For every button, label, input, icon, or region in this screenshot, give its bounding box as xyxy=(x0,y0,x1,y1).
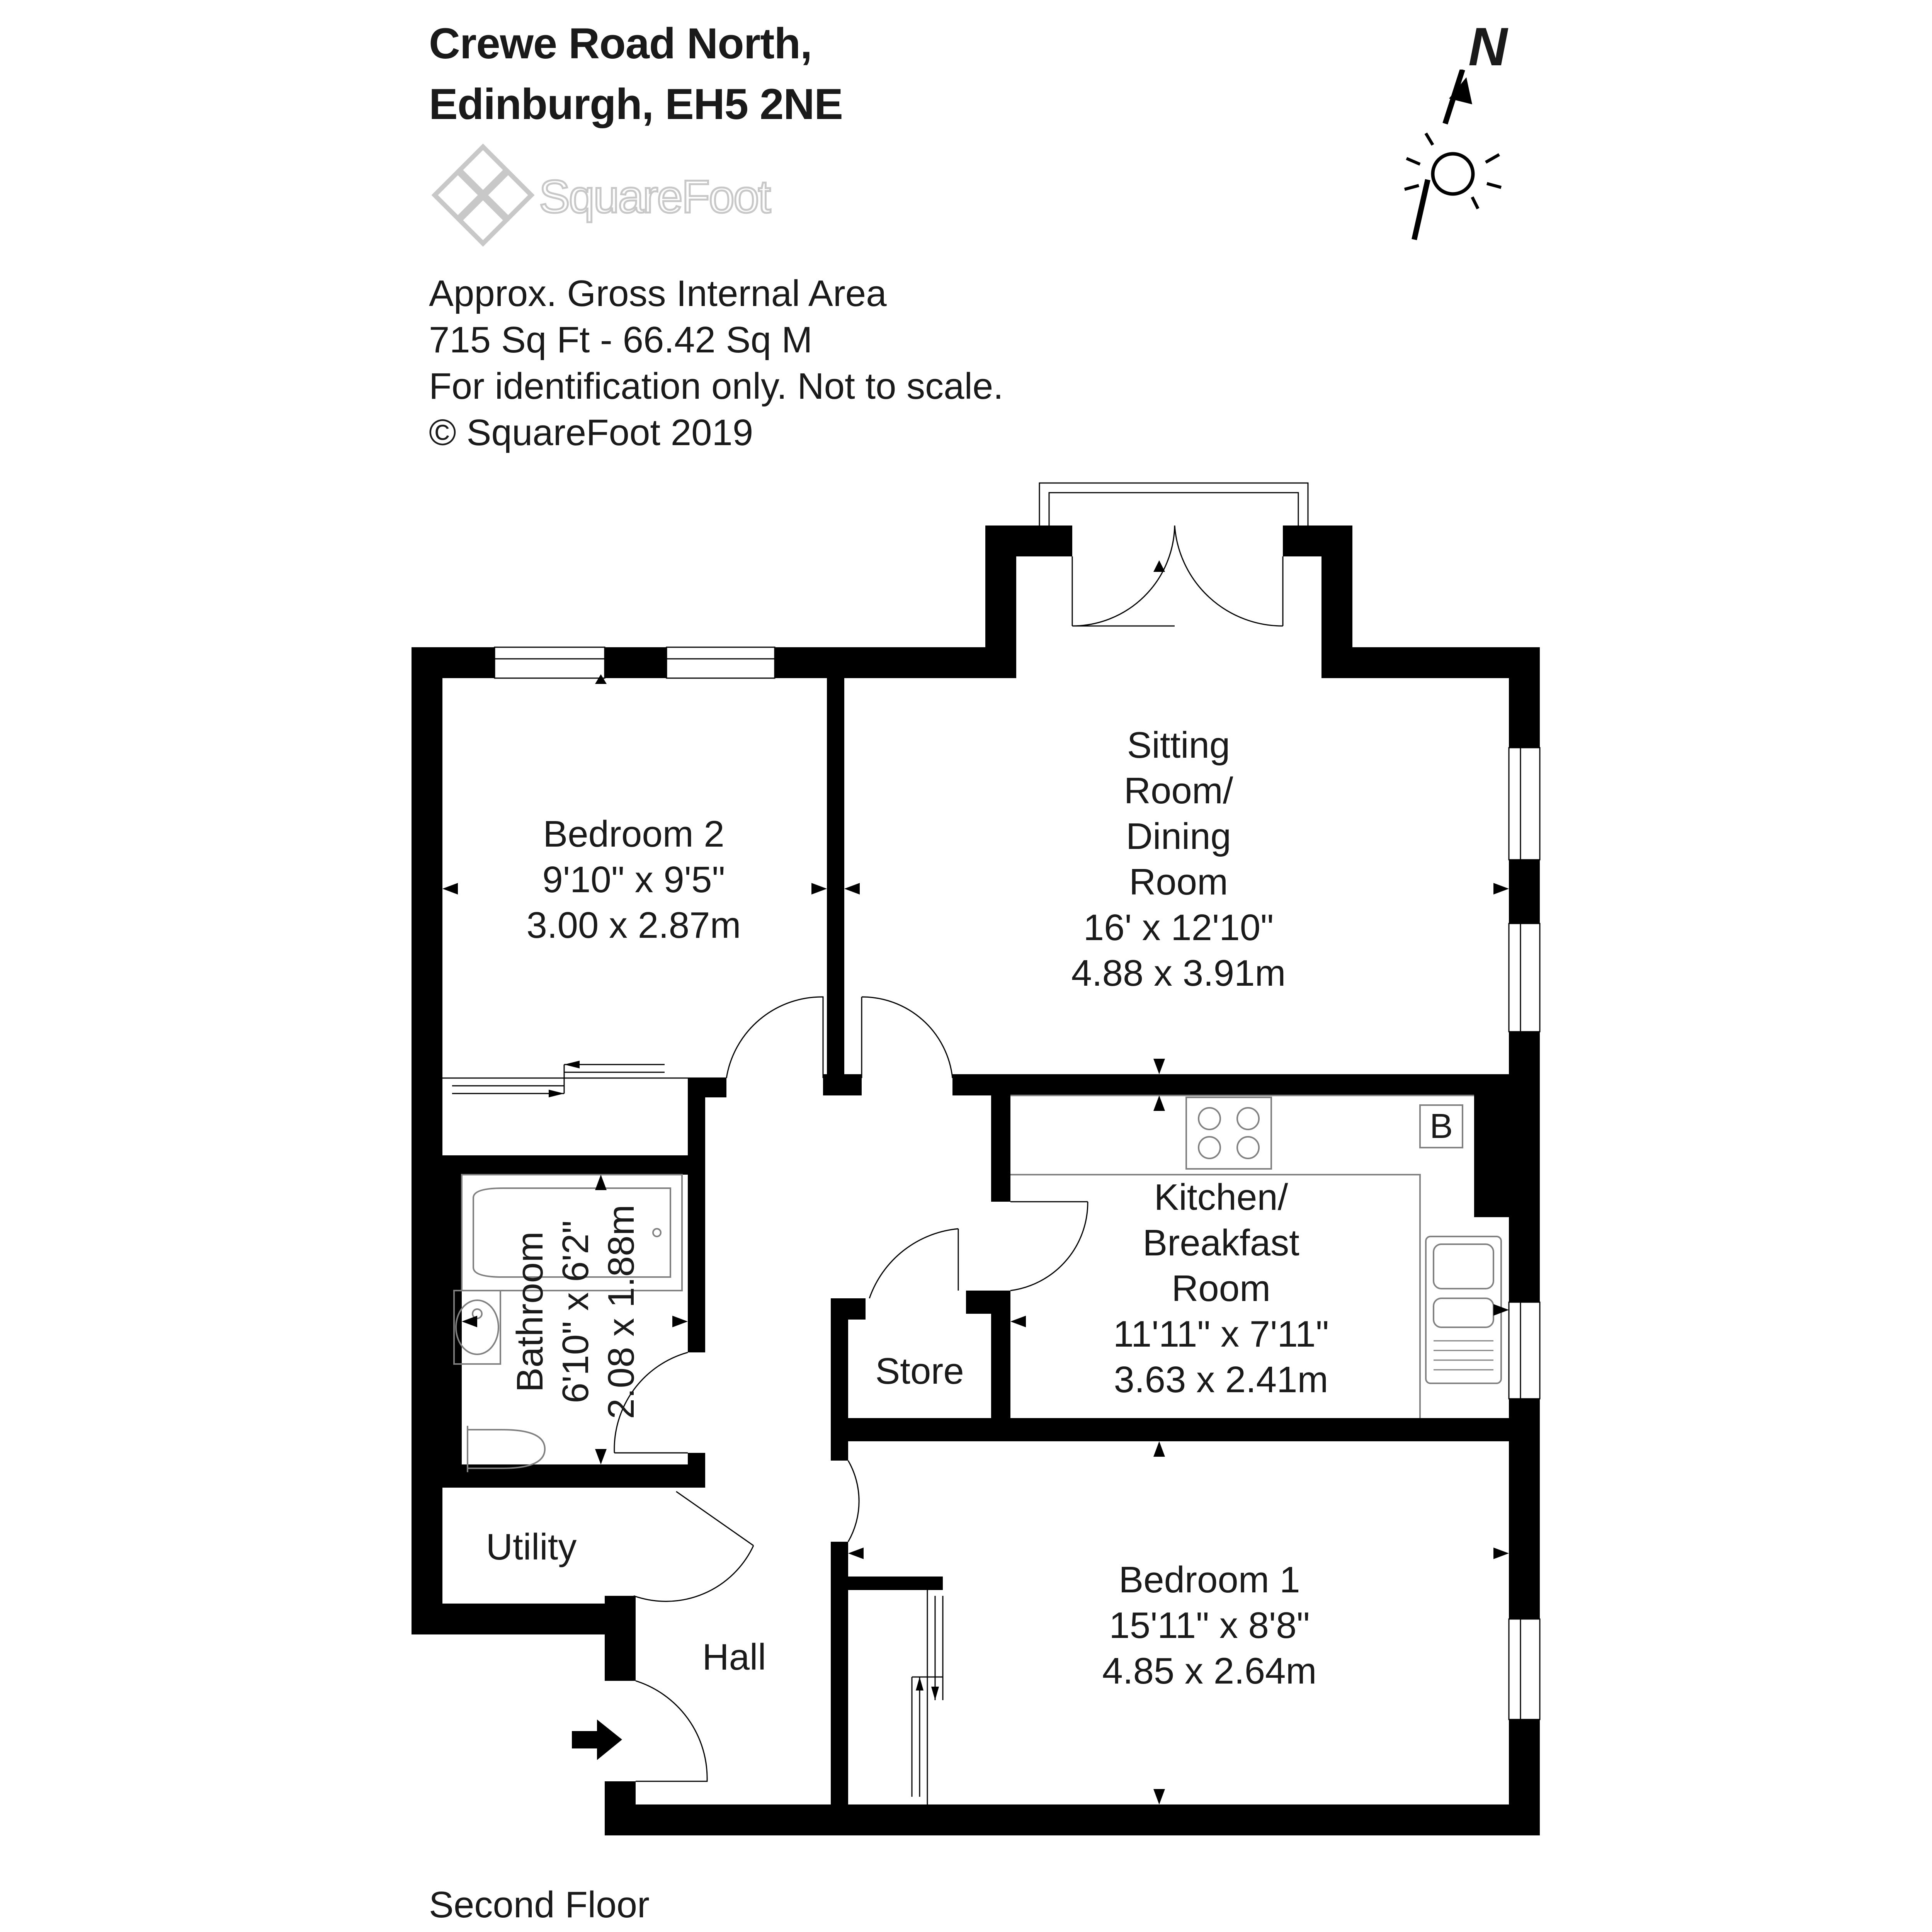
room-imperial: 15'11" x 8'8" xyxy=(1109,1605,1310,1646)
diamond-logo-icon xyxy=(431,143,535,247)
wall-wardrobe-top xyxy=(688,1078,726,1097)
room-name-4: Room xyxy=(1129,861,1228,903)
disclaimer: For identification only. Not to scale. xyxy=(429,366,1003,407)
wall-top-right xyxy=(1321,647,1540,678)
wall-top-bed2-b xyxy=(605,647,667,678)
sun-icon xyxy=(1404,132,1502,209)
wall-bath-right-b xyxy=(688,1453,705,1488)
window-bed2-a xyxy=(494,646,605,679)
room-metric: 4.88 x 3.91m xyxy=(1071,952,1286,994)
area-value: 715 Sq Ft - 66.42 Sq M xyxy=(429,319,813,361)
door-sitting xyxy=(861,996,953,1078)
wall-closet-top xyxy=(831,1577,943,1590)
address-line-1: Crewe Road North, xyxy=(429,19,812,68)
boiler-label: B xyxy=(1429,1107,1453,1146)
wall-bath-top xyxy=(442,1155,697,1175)
north-label: N xyxy=(1468,16,1508,77)
wall-bath-right-a xyxy=(688,1086,705,1352)
boiler-box xyxy=(1419,1104,1463,1148)
room-imperial: 11'11" x 7'11" xyxy=(1113,1313,1329,1355)
window-sitting-a xyxy=(1508,747,1541,861)
address-line-2: Edinburgh, EH5 2NE xyxy=(429,80,843,128)
wall-top-bed2-c xyxy=(775,647,1016,678)
wall-bed2-sitting xyxy=(827,674,844,1078)
door-balcony-right xyxy=(1174,525,1284,627)
room-name-3: Dining xyxy=(1126,816,1231,857)
room-utility: Utility xyxy=(486,1526,577,1568)
room-bathroom: Bathroom 6'10" x 6'2" 2.08 x 1.88m xyxy=(507,1196,644,1428)
room-bedroom1: Bedroom 1 15'11" x 8'8" 4.85 x 2.64m xyxy=(1074,1557,1345,1694)
area-label: Approx. Gross Internal Area xyxy=(429,273,887,314)
room-hall: Hall xyxy=(702,1636,766,1678)
wall-store-top-left xyxy=(831,1298,866,1320)
wall-utility-bottom xyxy=(412,1604,636,1634)
door-store xyxy=(869,1228,959,1299)
door-entrance xyxy=(635,1680,708,1782)
balcony-rail xyxy=(1039,482,1309,526)
door-kitchen xyxy=(1010,1201,1088,1291)
room-name-3: Room xyxy=(1171,1268,1271,1309)
door-utility xyxy=(633,1491,754,1602)
copyright: © SquareFoot 2019 xyxy=(429,412,753,453)
wall-right-b xyxy=(1509,860,1540,923)
room-name-1: Sitting xyxy=(1127,724,1230,766)
wall-hall-bed1-a xyxy=(831,1418,848,1461)
wall-hall-bed1-b xyxy=(831,1542,848,1835)
room-metric: 4.85 x 2.64m xyxy=(1102,1650,1317,1692)
wall-left-outer xyxy=(412,647,442,1634)
window-bed2-b xyxy=(666,646,776,679)
room-sitting: Sitting Room/ Dining Room 16' x 12'10" 4… xyxy=(1043,723,1314,996)
wall-top-bed2-a xyxy=(412,647,495,678)
wall-bath-left xyxy=(442,1155,462,1484)
room-imperial: 6'10" x 6'2" xyxy=(555,1220,596,1403)
room-imperial: 16' x 12'10" xyxy=(1083,907,1274,948)
wall-bay-top-left xyxy=(985,526,1072,556)
room-name-1: Kitchen/ xyxy=(1154,1177,1288,1218)
door-bedroom2 xyxy=(726,996,824,1078)
wall-kitchen-right-block xyxy=(1474,1074,1509,1217)
wall-store-right xyxy=(966,1291,1010,1314)
floor-label: Second Floor xyxy=(429,1884,650,1925)
room-name-2: Room/ xyxy=(1124,770,1233,811)
room-name-2: Breakfast xyxy=(1143,1222,1299,1264)
hob xyxy=(1185,1097,1272,1170)
wall-bottom xyxy=(605,1804,1540,1835)
room-name: Bedroom 2 xyxy=(543,813,724,855)
wall-utility-corner xyxy=(605,1596,636,1654)
door-balcony-left xyxy=(1071,525,1175,627)
room-metric: 3.00 x 2.87m xyxy=(526,905,741,946)
door-bedroom1 xyxy=(847,1460,860,1542)
window-sitting-b xyxy=(1508,923,1541,1032)
sink xyxy=(1425,1236,1502,1384)
room-metric: 3.63 x 2.41m xyxy=(1114,1359,1328,1400)
north-arrow-icon xyxy=(1412,70,1472,240)
window-bed1 xyxy=(1508,1618,1541,1720)
wall-sitting-kitchen xyxy=(952,1074,1540,1095)
basin xyxy=(453,1290,501,1365)
wall-right-c xyxy=(1509,1032,1540,1302)
room-store: Store xyxy=(875,1350,964,1392)
room-bedroom2: Bedroom 2 9'10" x 9'5" 3.00 x 2.87m xyxy=(518,811,750,948)
window-kitchen xyxy=(1508,1301,1541,1400)
toilet xyxy=(467,1426,546,1472)
wall-kitchen-left-a xyxy=(991,1086,1010,1202)
room-metric: 2.08 x 1.88m xyxy=(600,1204,642,1419)
bathtub xyxy=(461,1174,683,1291)
room-name: Bathroom xyxy=(509,1231,551,1393)
wall-store-left xyxy=(831,1298,848,1430)
wall-right-a xyxy=(1509,647,1540,748)
room-kitchen: Kitchen/ Breakfast Room 11'11" x 7'11" 3… xyxy=(1086,1175,1356,1403)
room-imperial: 9'10" x 9'5" xyxy=(542,859,725,900)
room-name: Bedroom 1 xyxy=(1119,1559,1300,1600)
door-bathroom xyxy=(614,1352,688,1454)
wall-entrance-lower xyxy=(605,1781,636,1835)
wall-hall-stub xyxy=(823,1074,862,1095)
logo-text: SquareFoot xyxy=(538,170,772,224)
entrance-arrow xyxy=(572,1731,599,1748)
wall-kitchen-bed1 xyxy=(831,1418,1540,1441)
kitchen-counter xyxy=(1010,1095,1474,1418)
